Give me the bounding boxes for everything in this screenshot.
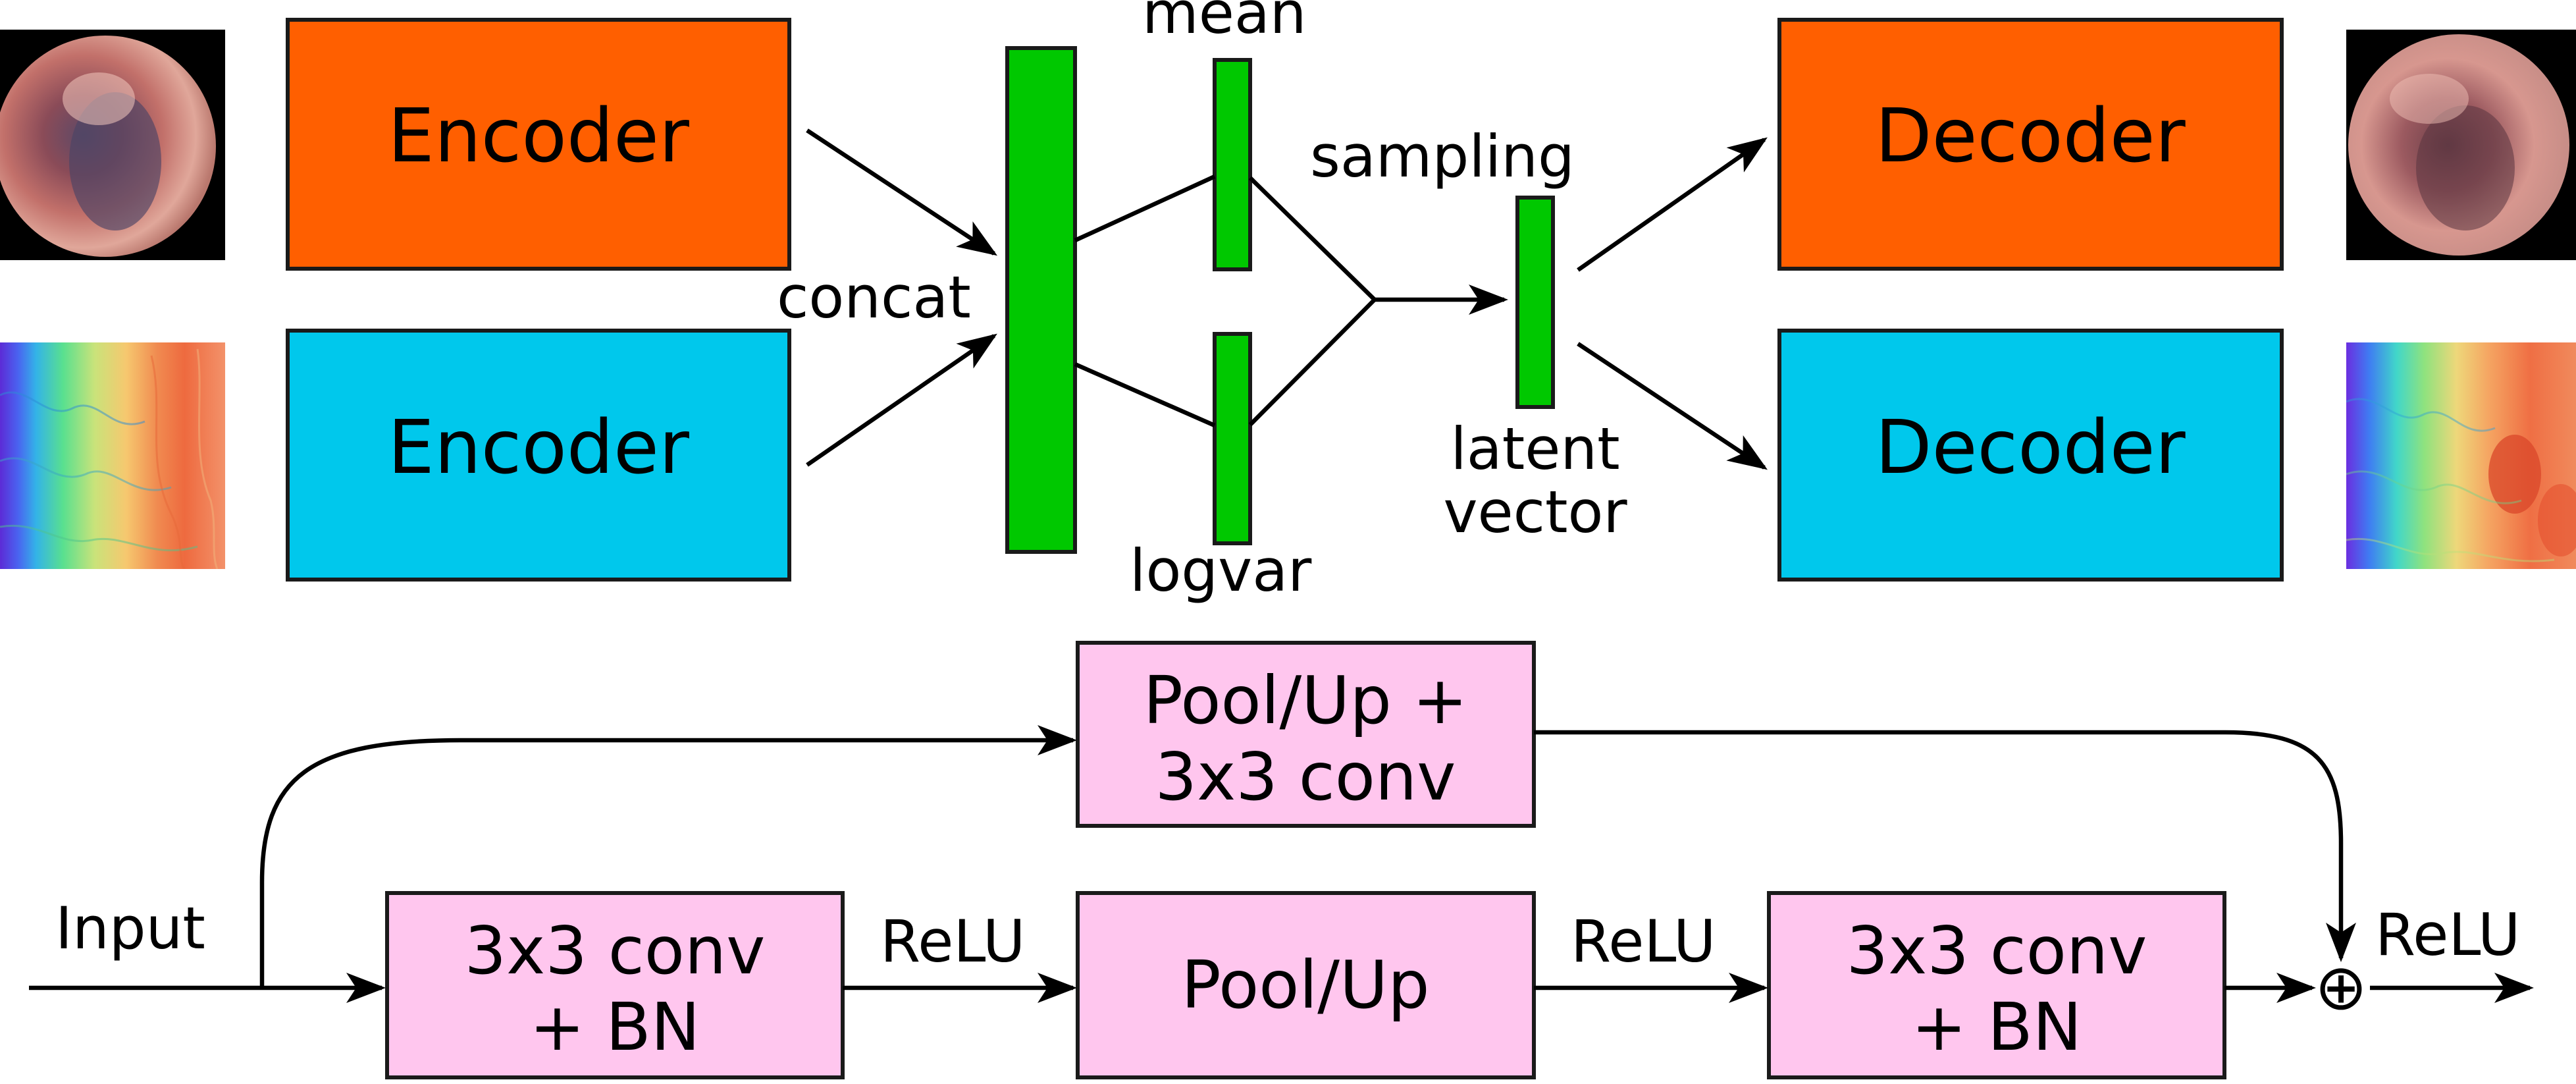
latent-vector-layer xyxy=(1515,196,1555,409)
arrow-input-to-skip-box xyxy=(259,725,1077,988)
arrow-skip-box-to-sum xyxy=(1534,730,2356,962)
input-otoscope-image xyxy=(0,30,225,260)
conv-bn-1-line1: 3x3 conv xyxy=(465,912,766,989)
skip-box: Pool/Up + 3x3 conv xyxy=(1076,641,1536,828)
line-mean-to-sampling xyxy=(1248,176,1377,302)
output-otoscope-image xyxy=(2346,30,2576,260)
encoder-bottom-label: Encoder xyxy=(388,405,690,491)
arrow-encoder-top-to-concat xyxy=(806,128,998,256)
conv-bn-box-1: 3x3 conv + BN xyxy=(385,891,845,1079)
pool-up-box: Pool/Up xyxy=(1076,891,1536,1079)
output-tympanometry-heatmap xyxy=(2346,342,2576,569)
arrow-encoder-bottom-to-concat xyxy=(806,333,997,467)
logvar-layer xyxy=(1213,332,1252,545)
latent-label-line2: vector xyxy=(1443,478,1627,546)
conv-bn-box-2: 3x3 conv + BN xyxy=(1767,891,2226,1079)
encoder-top-label: Encoder xyxy=(388,94,690,179)
concat-layer xyxy=(1005,46,1077,554)
concat-label: concat xyxy=(777,263,971,331)
latent-label-line1: latent xyxy=(1450,415,1619,483)
encoder-bottom: Encoder xyxy=(286,329,791,582)
decoder-bottom-label: Decoder xyxy=(1875,405,2186,491)
mean-layer xyxy=(1213,58,1252,271)
line-logvar-to-sampling xyxy=(1248,298,1377,427)
input-label: Input xyxy=(55,894,205,962)
conv-bn-1-line2: + BN xyxy=(530,989,700,1066)
arrow-latent-to-decoder-bottom xyxy=(1577,342,1768,470)
mean-label: mean xyxy=(1142,0,1307,47)
logvar-label: logvar xyxy=(1130,537,1312,605)
decoder-top-label: Decoder xyxy=(1875,94,2186,179)
decoder-top: Decoder xyxy=(1777,18,2284,271)
pool-up-label: Pool/Up xyxy=(1181,946,1429,1023)
conv-bn-2-line1: 3x3 conv xyxy=(1847,912,2147,989)
relu-label-2: ReLU xyxy=(1571,908,1716,975)
encoder-top: Encoder xyxy=(286,18,791,271)
arrow-latent-to-decoder-top xyxy=(1577,137,1768,272)
skip-box-line1: Pool/Up + xyxy=(1143,662,1468,739)
line-concat-to-mean xyxy=(1074,175,1216,242)
line-concat-to-logvar xyxy=(1074,362,1216,427)
conv-bn-2-line2: + BN xyxy=(1912,989,2082,1066)
relu-label-out: ReLU xyxy=(2375,901,2520,969)
input-tympanometry-heatmap xyxy=(0,342,225,569)
sum-node: ⊕ xyxy=(2315,950,2367,1024)
skip-box-line2: 3x3 conv xyxy=(1155,738,1456,815)
sampling-label: sampling xyxy=(1310,122,1575,190)
decoder-bottom: Decoder xyxy=(1777,329,2284,582)
relu-label-1: ReLU xyxy=(880,908,1025,975)
